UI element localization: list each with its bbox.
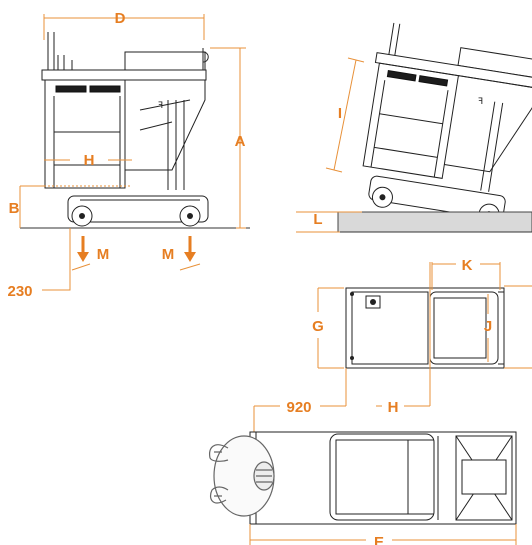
brand-logo-icon: ꟻ <box>158 100 163 110</box>
label-b: B <box>9 200 20 217</box>
label-j: J <box>484 318 492 335</box>
ramp <box>337 211 532 233</box>
tilted-view-dimensions <box>296 57 365 233</box>
arrow-down-icon <box>184 236 196 262</box>
label-g: G <box>312 318 324 335</box>
bottom-view-dimensions <box>249 524 517 545</box>
top-view-dimensions <box>253 262 532 432</box>
label-e: E <box>374 534 384 545</box>
side-view-dimensions <box>19 14 246 291</box>
label-h-side: H <box>84 152 95 169</box>
label-k: K <box>462 257 473 274</box>
label-i: I <box>338 105 342 122</box>
label-920: 920 <box>286 399 311 416</box>
label-m-left: M <box>97 246 110 263</box>
brand-logo-icon: ꟻ <box>478 96 483 106</box>
bottom-view-machine <box>249 431 517 525</box>
top-view-machine <box>345 287 505 369</box>
label-m-right: M <box>162 246 175 263</box>
arrow-down-icon <box>77 236 89 262</box>
label-h-top: H <box>388 399 399 416</box>
label-a: A <box>235 133 246 150</box>
label-l: L <box>313 211 322 228</box>
side-view-machine: ꟻ <box>20 32 250 229</box>
label-d: D <box>115 10 126 27</box>
tilted-view-machine <box>362 22 532 225</box>
label-230: 230 <box>7 283 32 300</box>
operator-figure-icon <box>209 435 275 517</box>
